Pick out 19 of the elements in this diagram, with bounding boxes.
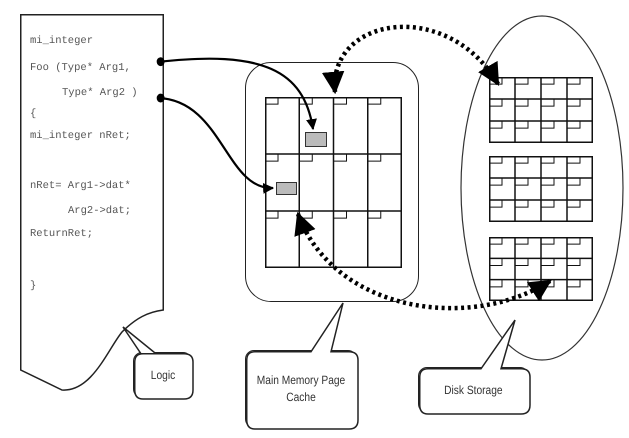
callout-text: Main Memory Page Cache (256, 372, 346, 406)
code-line: ReturnRet; (30, 228, 94, 240)
arrow (156, 94, 274, 192)
code-line: } (30, 280, 36, 292)
callout-text: Disk Storage (444, 382, 503, 398)
callout-text: Logic (149, 366, 176, 384)
code-line: { (30, 108, 36, 120)
code-line: Type* Arg2 ) (62, 87, 138, 99)
dotted-arrow (296, 212, 552, 310)
code-line: mi_integer nRet; (30, 130, 131, 142)
arrow (156, 57, 316, 130)
code-line: mi_integer (30, 35, 94, 47)
code-line: Arg2->dat; (68, 205, 132, 217)
data-record (276, 182, 297, 195)
data-record (305, 132, 327, 147)
code-line: nRet= Arg1->dat* (30, 180, 131, 192)
code-line: Foo (Type* Arg1, (30, 62, 131, 74)
dotted-arrow (324, 25, 500, 94)
cache-panel (245, 62, 419, 302)
